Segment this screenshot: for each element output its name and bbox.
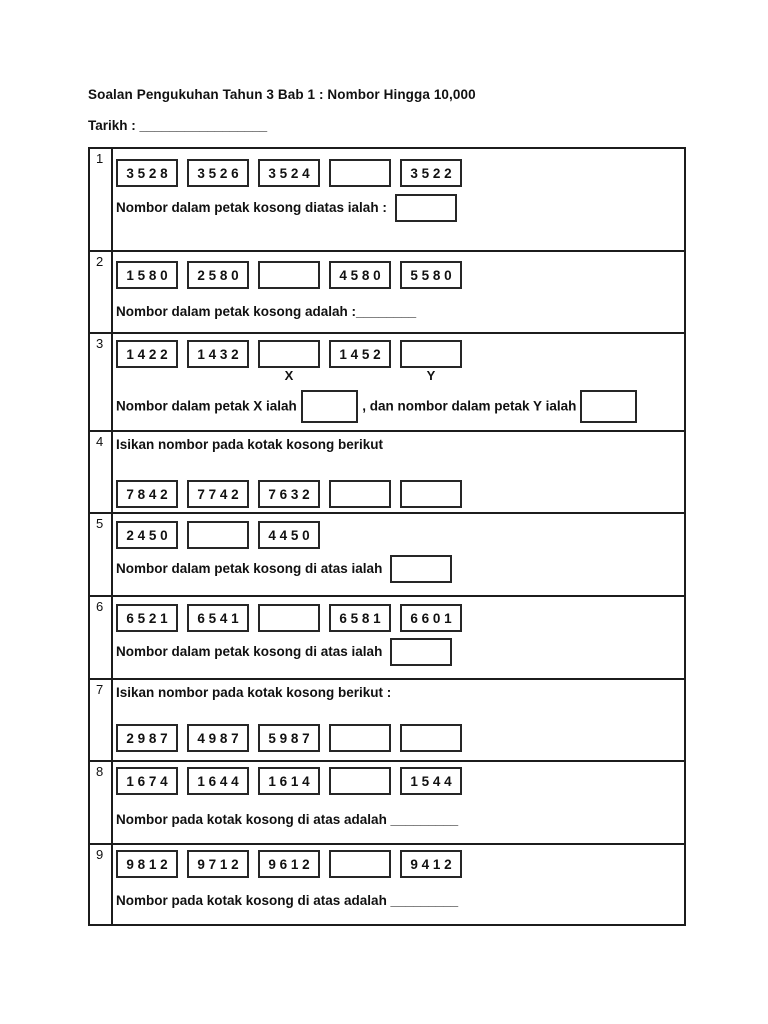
box-label-y: Y	[426, 368, 436, 383]
question-row-9: 9 9 8 1 2 9 7 1 2 9 6 1 2 9 4 1 2 Nombor…	[90, 843, 684, 924]
question-number: 9	[90, 845, 113, 924]
number-box: 2 5 8 0	[187, 261, 249, 289]
number-box: 5 9 8 7	[258, 724, 320, 752]
number-box: 3 5 2 4	[258, 159, 320, 187]
question-prompt: Nombor dalam petak kosong diatas ialah :	[116, 200, 387, 216]
question-number: 8	[90, 762, 113, 843]
empty-number-box	[400, 724, 462, 752]
empty-number-box-x	[258, 340, 320, 368]
answer-box	[390, 638, 453, 666]
number-sequence: 7 8 4 2 7 7 4 2 7 6 3 2	[116, 480, 684, 508]
number-box: 3 5 2 6	[187, 159, 249, 187]
number-box: 1 6 4 4	[187, 767, 249, 795]
question-row-1: 1 3 5 2 8 3 5 2 6 3 5 2 4 3 5 2 2 Nombor…	[90, 149, 684, 250]
question-table: 1 3 5 2 8 3 5 2 6 3 5 2 4 3 5 2 2 Nombor…	[88, 147, 686, 926]
number-sequence: 2 4 5 0 4 4 5 0	[116, 521, 684, 549]
empty-number-box	[258, 604, 320, 632]
question-prompt-y: , dan nombor dalam petak Y ialah	[362, 398, 577, 414]
number-box: 6 5 4 1	[187, 604, 249, 632]
question-number: 4	[90, 432, 113, 512]
answer-box	[390, 555, 453, 583]
answer-box-y	[580, 390, 638, 423]
number-box: 1 5 8 0	[116, 261, 178, 289]
answer-box	[394, 194, 457, 222]
number-box: 1 4 5 2	[329, 340, 391, 368]
number-sequence: 1 4 2 2 1 4 3 2 1 4 5 2	[116, 340, 684, 368]
question-row-3: 3 1 4 2 2 1 4 3 2 1 4 5 2 X Y Nombor dal…	[90, 332, 684, 430]
number-sequence: 9 8 1 2 9 7 1 2 9 6 1 2 9 4 1 2	[116, 850, 684, 878]
number-box: 6 5 8 1	[329, 604, 391, 632]
empty-number-box	[400, 480, 462, 508]
empty-number-box	[329, 159, 391, 187]
question-prompt: Nombor pada kotak kosong di atas adalah …	[116, 812, 459, 827]
empty-number-box	[329, 480, 391, 508]
question-row-5: 5 2 4 5 0 4 4 5 0 Nombor dalam petak kos…	[90, 512, 684, 595]
question-row-7: 7 Isikan nombor pada kotak kosong beriku…	[90, 678, 684, 760]
number-box: 2 4 5 0	[116, 521, 178, 549]
question-prompt: Nombor dalam petak kosong adalah :______…	[116, 304, 417, 319]
number-sequence: 6 5 2 1 6 5 4 1 6 5 8 1 6 6 0 1	[116, 604, 684, 632]
question-prompt: Nombor dalam petak kosong di atas ialah	[116, 561, 383, 577]
question-row-8: 8 1 6 7 4 1 6 4 4 1 6 1 4 1 5 4 4 Nombor…	[90, 760, 684, 843]
answer-box-x	[300, 390, 358, 423]
number-box: 9 4 1 2	[400, 850, 462, 878]
number-box: 6 6 0 1	[400, 604, 462, 632]
empty-number-box	[329, 850, 391, 878]
number-box: 3 5 2 2	[400, 159, 462, 187]
empty-number-box	[258, 261, 320, 289]
number-box: 4 9 8 7	[187, 724, 249, 752]
question-prompt: Nombor dalam petak kosong di atas ialah	[116, 644, 383, 660]
page-title: Soalan Pengukuhan Tahun 3 Bab 1 : Nombor…	[88, 87, 476, 102]
number-box: 2 9 8 7	[116, 724, 178, 752]
number-box: 1 6 7 4	[116, 767, 178, 795]
question-number: 5	[90, 514, 113, 595]
number-box: 7 8 4 2	[116, 480, 178, 508]
date-field: Tarikh : _________________	[88, 118, 268, 133]
question-instruction: Isikan nombor pada kotak kosong berikut	[116, 437, 384, 452]
question-instruction: Isikan nombor pada kotak kosong berikut …	[116, 685, 392, 700]
number-box: 1 4 2 2	[116, 340, 178, 368]
number-box: 1 5 4 4	[400, 767, 462, 795]
empty-number-box	[329, 724, 391, 752]
number-box: 7 6 3 2	[258, 480, 320, 508]
question-number: 7	[90, 680, 113, 760]
number-sequence: 1 5 8 0 2 5 8 0 4 5 8 0 5 5 8 0	[116, 261, 684, 289]
empty-number-box	[329, 767, 391, 795]
number-box: 9 7 1 2	[187, 850, 249, 878]
empty-number-box	[187, 521, 249, 549]
question-number: 2	[90, 252, 113, 332]
number-box: 9 6 1 2	[258, 850, 320, 878]
number-box: 7 7 4 2	[187, 480, 249, 508]
number-box: 9 8 1 2	[116, 850, 178, 878]
question-row-4: 4 Isikan nombor pada kotak kosong beriku…	[90, 430, 684, 512]
number-sequence: 1 6 7 4 1 6 4 4 1 6 1 4 1 5 4 4	[116, 767, 684, 795]
question-row-2: 2 1 5 8 0 2 5 8 0 4 5 8 0 5 5 8 0 Nombor…	[90, 250, 684, 332]
empty-number-box-y	[400, 340, 462, 368]
question-row-6: 6 6 5 2 1 6 5 4 1 6 5 8 1 6 6 0 1 Nombor…	[90, 595, 684, 678]
question-number: 6	[90, 597, 113, 678]
number-sequence: 2 9 8 7 4 9 8 7 5 9 8 7	[116, 724, 684, 752]
number-box: 1 4 3 2	[187, 340, 249, 368]
number-box: 5 5 8 0	[400, 261, 462, 289]
question-number: 3	[90, 334, 113, 430]
number-box: 3 5 2 8	[116, 159, 178, 187]
number-box: 4 5 8 0	[329, 261, 391, 289]
number-box: 6 5 2 1	[116, 604, 178, 632]
number-box: 4 4 5 0	[258, 521, 320, 549]
number-box: 1 6 1 4	[258, 767, 320, 795]
question-prompt: Nombor pada kotak kosong di atas adalah …	[116, 893, 459, 908]
box-label-x: X	[284, 368, 294, 383]
question-number: 1	[90, 149, 113, 250]
number-sequence: 3 5 2 8 3 5 2 6 3 5 2 4 3 5 2 2	[116, 159, 684, 187]
question-prompt-x: Nombor dalam petak X ialah	[116, 398, 297, 414]
